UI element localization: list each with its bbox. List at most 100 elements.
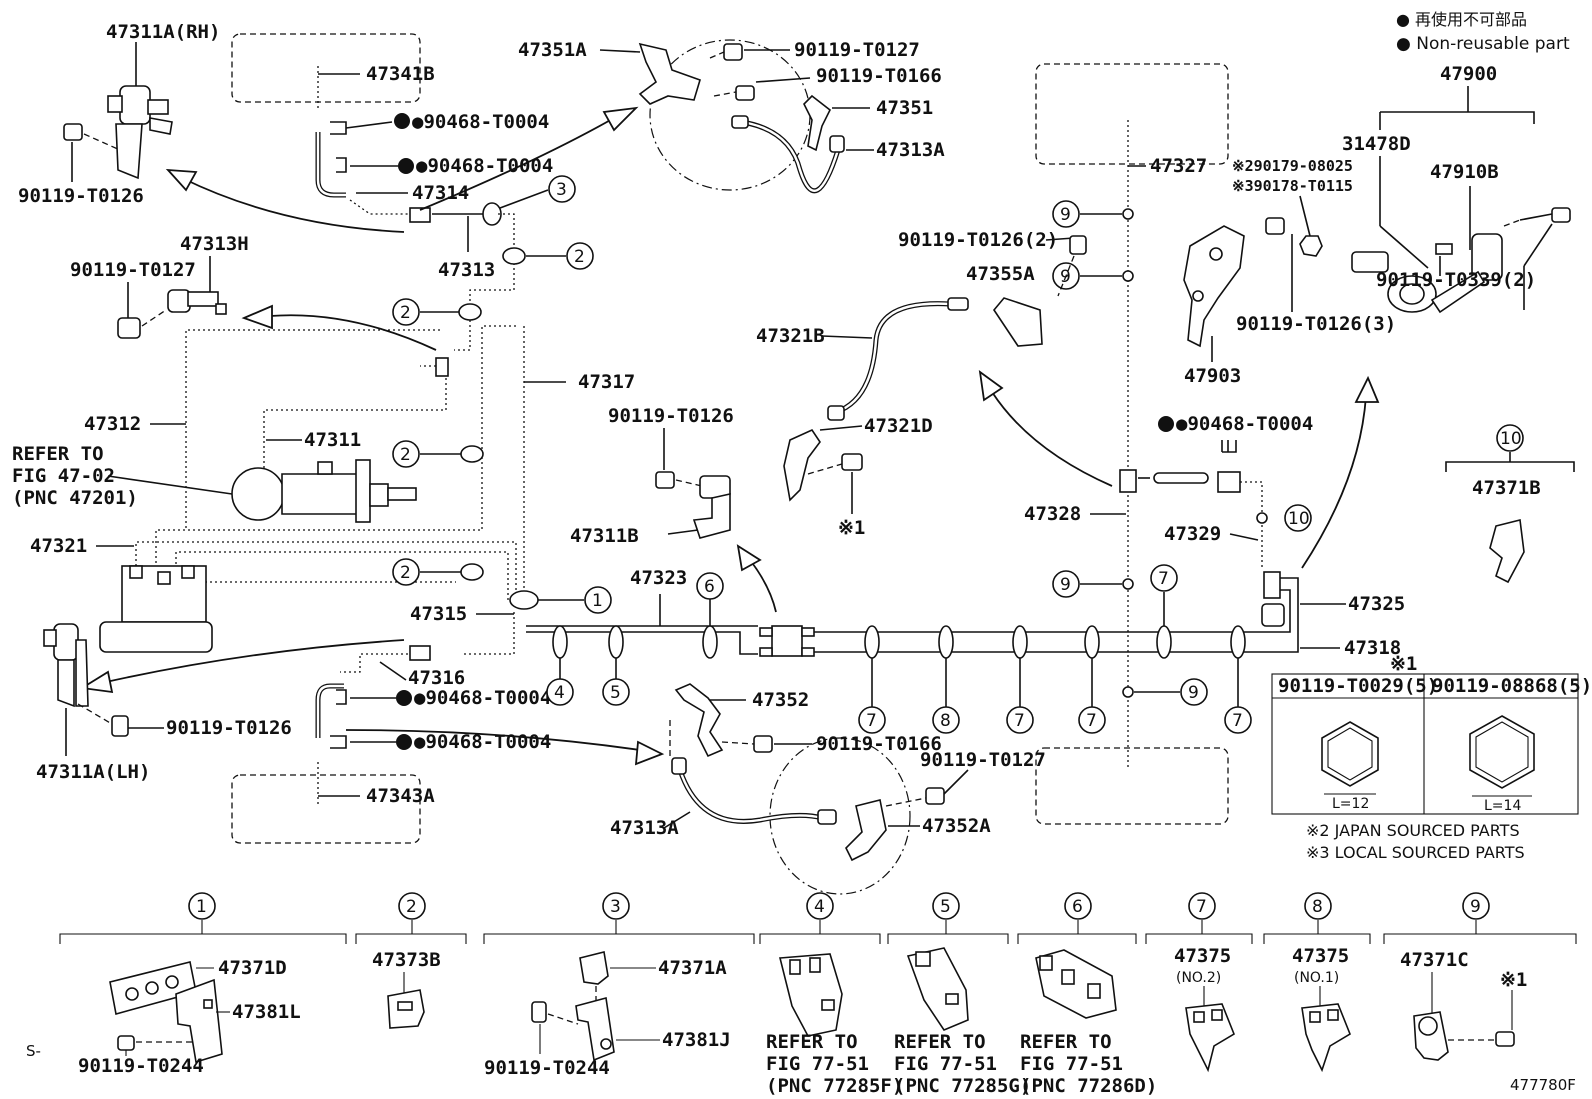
hose-47321B — [827, 297, 969, 421]
refer-77285G-line2: FIG 77-51 — [894, 1053, 997, 1075]
refer-77285G-line1: REFER TO — [894, 1031, 986, 1053]
arrow-to-47313H — [269, 314, 437, 351]
group-callout-3: 3 — [602, 892, 630, 934]
arrow-head — [1354, 375, 1380, 403]
label-90119-T0127-a: 90119-T0127 — [70, 259, 196, 281]
leader — [1523, 223, 1553, 267]
bolt-mark1-bottom — [1495, 1031, 1515, 1047]
figure-number: 477780F — [1510, 1076, 1576, 1094]
label-47381J: 47381J — [662, 1029, 731, 1051]
arrow-head — [165, 168, 198, 192]
bolt-90119-T0127-a — [117, 317, 141, 339]
plate-47903 — [1183, 225, 1245, 348]
leader — [141, 309, 167, 327]
bracket-47351A — [638, 42, 701, 105]
label-47329: 47329 — [1164, 523, 1221, 545]
pipe-47316 — [462, 612, 515, 655]
table-header-1: 90119-T0029(5) — [1278, 675, 1438, 697]
clip-90468-b — [336, 157, 414, 174]
svg-text:5: 5 — [610, 683, 621, 703]
clamp-4 — [552, 625, 568, 659]
bracket-47311B — [692, 475, 731, 539]
label-90468-T0004-c: ●90468-T0004 — [414, 687, 551, 709]
label-90119-T0126-c: 90119-T0126 — [608, 405, 734, 427]
arrow-to-47311B — [749, 559, 777, 613]
clip-9c — [1122, 578, 1134, 590]
svg-text:3: 3 — [610, 897, 621, 917]
clip-47371A — [579, 951, 609, 985]
block-47329 — [1217, 471, 1241, 493]
label-90119-T0126-b: 90119-T0126 — [166, 717, 292, 739]
callout-1: 1 — [584, 586, 612, 614]
svg-text:7: 7 — [1196, 897, 1207, 917]
callout-8: 8 — [932, 706, 960, 734]
clip-90468-e — [1221, 440, 1237, 453]
bracket-47355A — [993, 297, 1043, 347]
leader — [721, 741, 755, 745]
pipe — [340, 653, 408, 673]
label-90119-T0339-2: 90119-T0339(2) — [1376, 269, 1536, 291]
callout-7a: 7 — [858, 706, 886, 734]
label-47381L: 47381L — [232, 1001, 301, 1023]
bracket-47381J — [575, 996, 615, 1062]
svg-text:4: 4 — [554, 683, 565, 703]
svg-text:3: 3 — [556, 180, 567, 200]
pipe-47311 — [263, 378, 447, 508]
bolt-90119-T0126-a — [63, 123, 121, 151]
svg-text:8: 8 — [1312, 897, 1323, 917]
pipe — [155, 325, 516, 566]
label-47328: 47328 — [1024, 503, 1081, 525]
label-47318: 47318 — [1344, 637, 1401, 659]
arrow-to-bottom-detail — [345, 729, 641, 751]
label-47313: 47313 — [438, 259, 495, 281]
clip-77285G — [906, 947, 969, 1031]
pipe-down — [469, 213, 515, 306]
group-1-bracket — [59, 933, 347, 944]
group-callout-4: 4 — [806, 892, 834, 934]
bolt-90119-T0339-2 — [1503, 207, 1571, 227]
callout-2b: 2 — [392, 298, 420, 326]
hex-bolt-L14 — [1469, 715, 1535, 797]
hose-47313A-b — [671, 757, 837, 825]
clip-47375-no2 — [1185, 1003, 1235, 1073]
clamp-3 — [482, 202, 502, 226]
label-47910B: 47910B — [1430, 161, 1499, 183]
svg-text:7: 7 — [1086, 711, 1097, 731]
svg-text:2: 2 — [400, 445, 411, 465]
arrow-head — [241, 304, 273, 330]
group-7-bracket — [1145, 933, 1253, 944]
group-callout-5: 5 — [932, 892, 960, 934]
pipe — [175, 551, 509, 600]
bolt-90119-T0127-c — [925, 787, 945, 805]
label-90178-T0115: ※390178-T0115 — [1232, 177, 1353, 195]
clamp-8 — [938, 625, 954, 659]
label-47327: 47327 — [1150, 155, 1207, 177]
group-callout-9: 9 — [1462, 892, 1490, 934]
leader — [1229, 533, 1259, 541]
bolt-90119-T0126-c — [655, 471, 675, 489]
clamp-47371C — [1413, 1011, 1449, 1061]
bolt-90119-T0126-3 — [1265, 217, 1285, 235]
label-47313A-a: 47313A — [876, 139, 945, 161]
label-90119-T0127-b: 90119-T0127 — [794, 39, 920, 61]
union-47328 — [1119, 469, 1137, 493]
label-47313H: 47313H — [180, 233, 249, 255]
pipe-47329 — [1240, 481, 1263, 570]
note-local-sourced: ※3 LOCAL SOURCED PARTS — [1306, 843, 1525, 862]
leader — [819, 425, 863, 431]
label-47371B: 47371B — [1472, 477, 1541, 499]
svg-text:9: 9 — [1060, 575, 1071, 595]
refer-77285F-line3: (PNC 77285F) — [766, 1075, 903, 1097]
leader — [1057, 255, 1075, 297]
label-90119-T0244-b: 90119-T0244 — [484, 1057, 610, 1079]
bolt-90119-T0126-2 — [1069, 235, 1087, 255]
label-90468-T0004-a: ●90468-T0004 — [412, 111, 549, 133]
clamp-7b — [1012, 625, 1028, 659]
callout-3: 3 — [548, 175, 576, 203]
svg-text:6: 6 — [704, 577, 715, 597]
label-47313A-b: 47313A — [610, 817, 679, 839]
label-47311: 47311 — [304, 429, 361, 451]
svg-text:2: 2 — [400, 563, 411, 583]
clamp-2a — [502, 247, 526, 265]
